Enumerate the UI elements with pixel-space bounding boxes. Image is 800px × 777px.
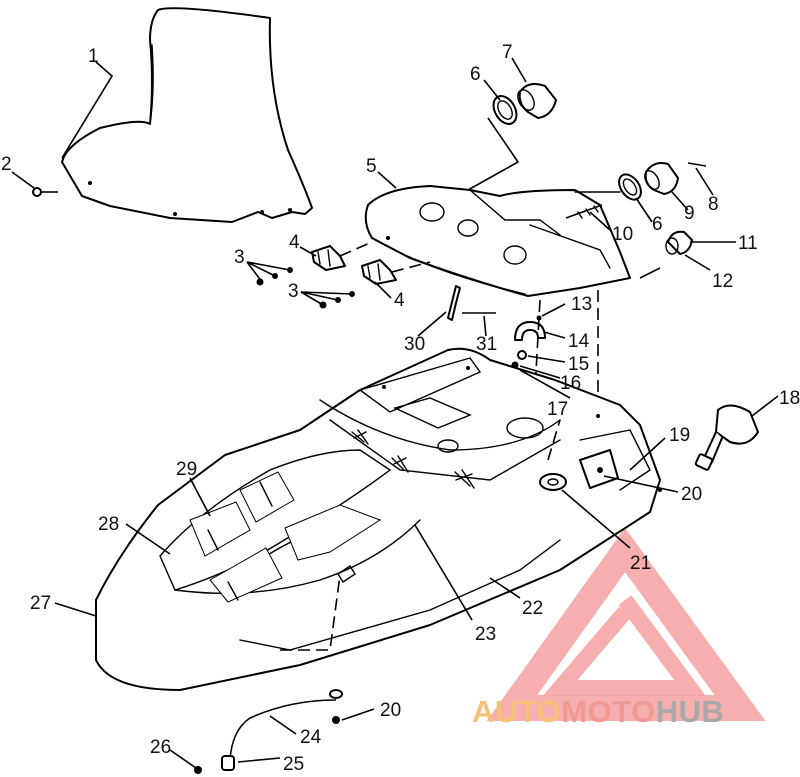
callout-31: 31	[476, 334, 497, 355]
callout-15: 15	[568, 354, 589, 375]
watermark-hub: HUB	[655, 694, 725, 729]
dash-bolt	[565, 204, 603, 219]
callout-20a: 20	[681, 484, 702, 505]
callout-13: 13	[571, 294, 592, 315]
windshield-screw	[32, 187, 58, 197]
air-intake-grilles	[189, 471, 382, 603]
callout-21: 21	[630, 553, 651, 574]
clip-assembly	[511, 315, 546, 369]
callout-2: 2	[1, 154, 12, 175]
dash-panel	[364, 185, 631, 297]
gauge-bezel-right	[618, 173, 642, 201]
gauge-bezel-top	[492, 95, 518, 125]
bracket-lower	[361, 259, 397, 285]
callout-8: 8	[708, 194, 719, 215]
callout-27: 27	[30, 593, 51, 614]
callout-6a: 6	[470, 64, 481, 85]
callout-20b: 20	[380, 700, 401, 721]
gauge-right	[644, 162, 679, 195]
callout-3b: 3	[288, 281, 299, 302]
windshield	[61, 7, 313, 223]
indicator-light	[639, 230, 693, 279]
callout-23: 23	[475, 624, 496, 645]
callout-4b: 4	[394, 290, 405, 311]
callout-24: 24	[300, 727, 322, 748]
callout-26: 26	[150, 737, 171, 758]
fastener-screws	[256, 267, 355, 309]
bracket-upper	[311, 245, 346, 271]
mirror	[694, 404, 759, 471]
callout-10: 10	[612, 224, 633, 245]
bracket-guide-upper	[339, 241, 373, 257]
callout-1: 1	[88, 46, 99, 67]
watermark-moto: MOTO	[561, 694, 656, 729]
callout-3a: 3	[234, 247, 245, 268]
callout-19: 19	[669, 425, 690, 446]
callout-25: 25	[283, 754, 304, 775]
hood-decal-marks	[351, 429, 475, 489]
gauge-top	[517, 83, 557, 119]
gauge-wire-top	[467, 117, 520, 191]
callout-29: 29	[176, 459, 197, 480]
callout-30: 30	[404, 334, 425, 355]
callout-4a: 4	[289, 232, 300, 253]
watermark-auto: AUTO	[472, 694, 562, 729]
callout-16: 16	[560, 373, 581, 394]
callout-28: 28	[98, 514, 119, 535]
callout-18: 18	[779, 388, 800, 409]
gauge-screw	[687, 162, 707, 167]
watermark-logo	[486, 527, 766, 721]
callout-7: 7	[502, 42, 513, 63]
callout-12: 12	[712, 271, 733, 292]
grommet-21	[539, 473, 567, 491]
leader-lines	[11, 57, 779, 769]
bracket-guide-lower	[391, 261, 431, 273]
watermark-brand: AUTOMOTOHUB	[472, 694, 724, 730]
callout-5: 5	[366, 156, 377, 177]
latch-guide	[280, 574, 341, 651]
callout-14: 14	[568, 331, 590, 352]
callout-6b: 6	[652, 214, 663, 235]
strap	[447, 285, 461, 321]
callout-labels: 1 2 3 3 4 4 5 6 6 7 8 9 10 11 12 13 14 1…	[1, 42, 800, 775]
callout-9: 9	[684, 203, 695, 224]
callout-22: 22	[522, 598, 543, 619]
mirror-mount-19	[579, 449, 619, 489]
callout-11: 11	[738, 233, 758, 254]
grommet-guide	[547, 419, 561, 461]
callout-17: 17	[547, 399, 568, 420]
